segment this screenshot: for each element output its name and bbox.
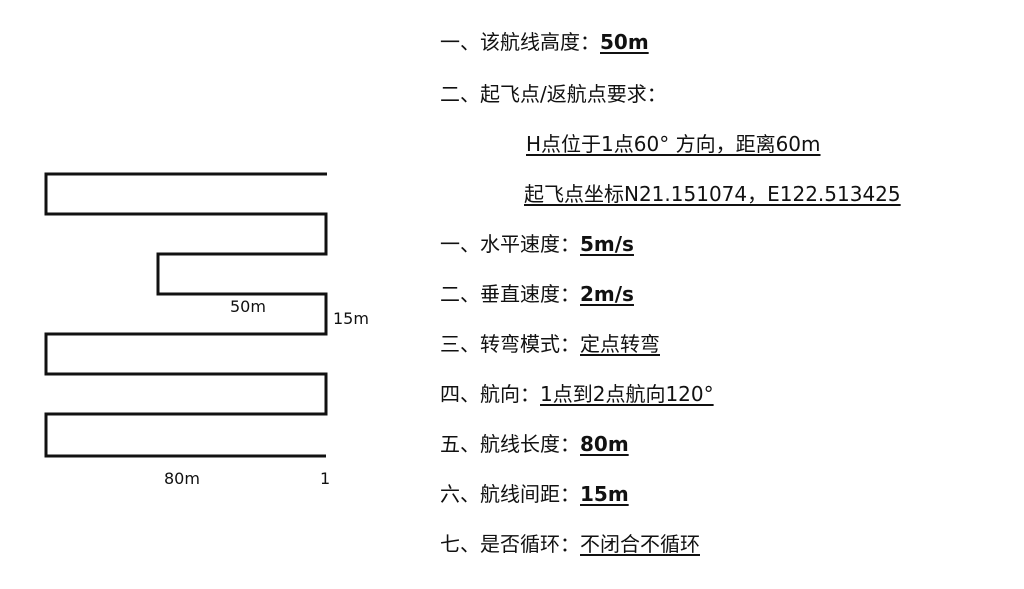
turn-spacing-label: 15m xyxy=(333,309,369,328)
spec-takeoff-header: 二、起飞点/返航点要求： xyxy=(440,82,667,106)
spec-loop: 七、是否循环：不闭合不循环 xyxy=(440,532,700,556)
segment-spacing-label: 50m xyxy=(230,297,266,316)
leg-length-label: 80m xyxy=(164,469,200,488)
spec-horizontal-speed: 一、水平速度：5m/s xyxy=(440,232,634,256)
spec-turn-mode: 三、转弯模式：定点转弯 xyxy=(440,332,660,356)
start-point-label: 1 xyxy=(320,469,330,488)
spec-takeoff-coordinates: 起飞点坐标N21.151074，E122.513425 xyxy=(524,182,901,206)
flight-route-diagram: 50m 15m 80m 1 xyxy=(44,172,369,488)
spec-route-length: 五、航线长度：80m xyxy=(440,432,629,456)
flight-route-path xyxy=(44,172,328,458)
spec-h-point: H点位于1点60° 方向，距离60m xyxy=(526,132,821,156)
spec-altitude: 一、该航线高度：50m xyxy=(440,30,649,54)
spec-vertical-speed: 二、垂直速度：2m/s xyxy=(440,282,634,306)
spec-heading: 四、航向：1点到2点航向120° xyxy=(440,382,714,406)
spec-route-spacing: 六、航线间距：15m xyxy=(440,482,629,506)
